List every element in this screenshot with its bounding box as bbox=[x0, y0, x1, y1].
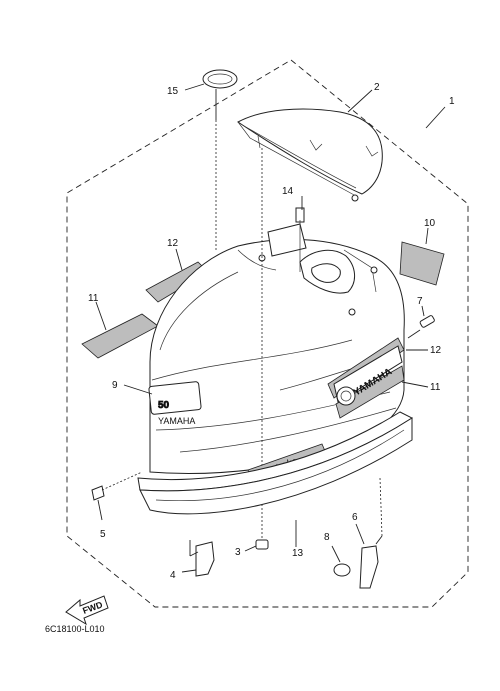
callout-6: 6 bbox=[352, 512, 358, 523]
badge-number: 50 bbox=[158, 400, 170, 411]
assembly-boundary bbox=[66, 59, 469, 608]
callout-4: 4 bbox=[170, 570, 176, 581]
callout-14: 14 bbox=[282, 186, 294, 197]
callout-12-left: 12 bbox=[167, 238, 179, 249]
part-2-top-cap bbox=[237, 108, 383, 202]
leader-lines bbox=[95, 83, 446, 547]
part-9-horsepower-badge: 50 YAMAHA bbox=[148, 381, 202, 426]
part-5-plug bbox=[91, 471, 143, 521]
part-15-grommet bbox=[202, 69, 238, 120]
callout-1: 1 bbox=[449, 96, 455, 107]
forward-direction-arrow: FWD bbox=[65, 595, 109, 626]
part-8-knob bbox=[331, 545, 351, 577]
callout-5: 5 bbox=[100, 529, 106, 540]
callout-15: 15 bbox=[167, 86, 179, 97]
diagram-code: 6C18100-L010 bbox=[45, 624, 105, 634]
callout-13: 13 bbox=[292, 548, 304, 559]
part-6-bracket bbox=[355, 477, 383, 589]
callout-11-left: 11 bbox=[88, 293, 99, 304]
callout-8: 8 bbox=[324, 532, 330, 543]
callout-2: 2 bbox=[374, 82, 380, 93]
part-11-right-stripe bbox=[335, 365, 405, 419]
part-3-screw bbox=[244, 539, 269, 552]
part-7-screw bbox=[407, 305, 435, 339]
callout-10: 10 bbox=[424, 218, 436, 229]
part-11-left-stripe bbox=[81, 313, 159, 359]
badge-small-text: YAMAHA bbox=[158, 416, 195, 426]
callout-12-right: 12 bbox=[430, 345, 442, 356]
part-10-decal bbox=[399, 241, 445, 286]
callout-11-right: 11 bbox=[430, 382, 441, 393]
part-4-latch bbox=[181, 540, 215, 577]
callout-3: 3 bbox=[235, 547, 241, 558]
part-13-bottom-seal bbox=[137, 411, 414, 515]
callout-7: 7 bbox=[417, 296, 423, 307]
callout-9: 9 bbox=[112, 380, 118, 391]
